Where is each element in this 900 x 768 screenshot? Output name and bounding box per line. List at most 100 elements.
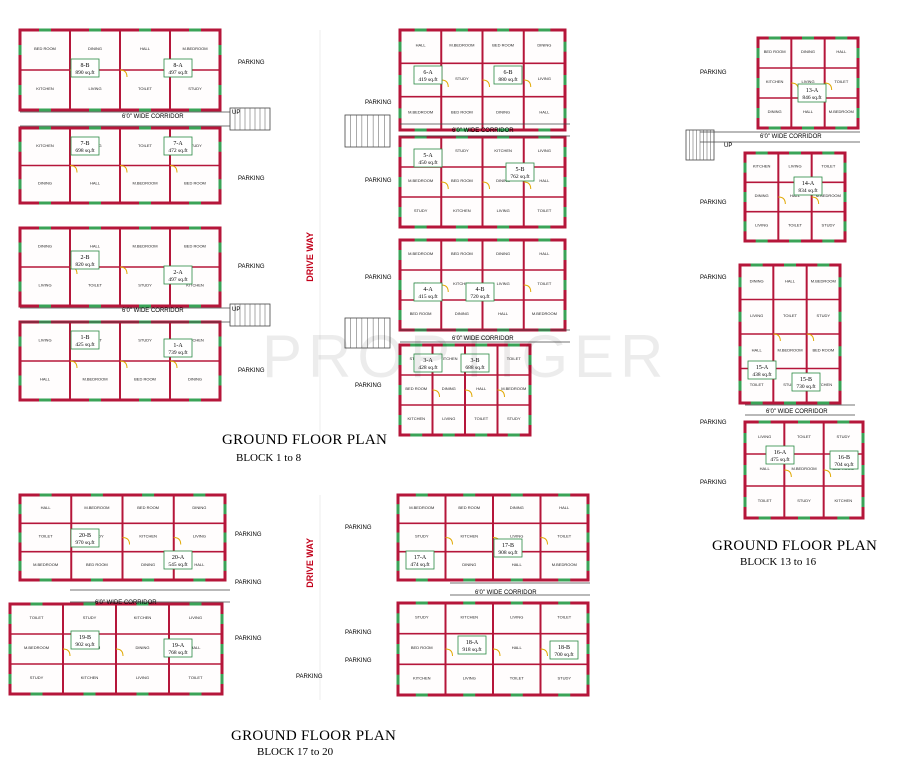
svg-text:704 sq.ft: 704 sq.ft bbox=[834, 461, 854, 468]
room-label: KITCHEN bbox=[460, 534, 478, 539]
room-label: STUDY bbox=[30, 675, 44, 680]
room-label: TOILET bbox=[189, 675, 203, 680]
room-label: DINING bbox=[750, 278, 764, 283]
room-label: STUDY bbox=[455, 148, 469, 153]
room-label: LIVING bbox=[38, 338, 51, 343]
room-label: HALL bbox=[760, 466, 771, 471]
room-label: M.BEDROOM bbox=[24, 645, 49, 650]
room-label: STUDY bbox=[822, 222, 836, 227]
room-label: LIVING bbox=[189, 615, 202, 620]
svg-text:16-B: 16-B bbox=[838, 455, 850, 461]
room-label: DINING bbox=[801, 49, 815, 54]
room-label: BED ROOM bbox=[134, 377, 156, 382]
room-label: TOILET bbox=[557, 614, 571, 619]
room-label: TOILET bbox=[138, 86, 152, 91]
room-label: M.BEDROOM bbox=[82, 377, 107, 382]
room-label: M.BEDROOM bbox=[777, 347, 802, 352]
parking-label: PARKING bbox=[365, 178, 392, 184]
room-label: HALL bbox=[836, 49, 847, 54]
svg-text:18-B: 18-B bbox=[558, 645, 570, 651]
svg-text:1-A: 1-A bbox=[173, 343, 183, 349]
room-label: TOILET bbox=[88, 283, 102, 288]
room-label: LIVING bbox=[750, 313, 763, 318]
room-label: M.BEDROOM bbox=[811, 278, 836, 283]
parking-label: PARKING bbox=[345, 658, 372, 664]
room-label: M.BEDROOM bbox=[532, 311, 557, 316]
svg-text:2-A: 2-A bbox=[173, 270, 183, 276]
svg-text:700 sq.ft: 700 sq.ft bbox=[554, 651, 574, 658]
stair-up-label: UP bbox=[724, 143, 733, 149]
svg-text:834 sq.ft: 834 sq.ft bbox=[798, 187, 818, 194]
room-label: HALL bbox=[140, 46, 151, 51]
room-label: HALL bbox=[512, 562, 523, 567]
corridor bbox=[450, 582, 590, 596]
room-label: KITCHEN bbox=[36, 86, 54, 91]
watermark: PROPTIGER bbox=[262, 323, 670, 390]
room-label: HALL bbox=[785, 278, 796, 283]
room-label: STUDY bbox=[415, 534, 429, 539]
room-label: HALL bbox=[41, 505, 52, 510]
parking-label: PARKING bbox=[238, 176, 265, 182]
room-label: KITCHEN bbox=[81, 675, 99, 680]
svg-text:902 sq.ft: 902 sq.ft bbox=[75, 641, 95, 648]
svg-text:5-A: 5-A bbox=[423, 153, 433, 159]
room-label: M.BEDROOM bbox=[829, 109, 854, 114]
room-label: KITCHEN bbox=[36, 143, 54, 148]
room-label: DINING bbox=[755, 193, 769, 198]
room-label: TOILET bbox=[537, 208, 551, 213]
parking-label: PARKING bbox=[238, 368, 265, 374]
room-label: HALL bbox=[803, 109, 814, 114]
section-title-block-13-16: GROUND FLOOR PLAN bbox=[712, 538, 878, 554]
room-label: KITCHEN bbox=[407, 416, 425, 421]
room-label: BED ROOM bbox=[492, 43, 514, 48]
building-block: LIVINGHALLTOILETTOILETM.BEDROOMSTUDYSTUD… bbox=[743, 420, 865, 520]
room-label: KITCHEN bbox=[440, 356, 458, 361]
room-label: TOILET bbox=[138, 143, 152, 148]
room-label: HALL bbox=[539, 251, 550, 256]
svg-text:425 sq.ft: 425 sq.ft bbox=[75, 341, 95, 348]
room-label: DINING bbox=[442, 386, 456, 391]
stair-up-label: UP bbox=[232, 110, 241, 116]
corridor bbox=[400, 123, 570, 137]
parking-label: PARKING bbox=[235, 636, 262, 642]
parking-label: PARKING bbox=[238, 264, 265, 270]
room-label: DINING bbox=[768, 109, 782, 114]
room-label: KITCHEN bbox=[766, 79, 784, 84]
svg-text:6-B: 6-B bbox=[504, 70, 513, 76]
staircase bbox=[344, 317, 391, 349]
staircase bbox=[229, 107, 271, 131]
room-label: STUDY bbox=[455, 76, 469, 81]
room-label: KITCHEN bbox=[186, 283, 204, 288]
svg-text:846 sq.ft: 846 sq.ft bbox=[802, 94, 822, 101]
room-label: M.BEDROOM bbox=[501, 386, 526, 391]
room-label: STUDY bbox=[507, 416, 521, 421]
building-block: KITCHENDININGLIVINGLIVINGHALLTOILETTOILE… bbox=[743, 151, 847, 243]
svg-text:1-B: 1-B bbox=[81, 335, 90, 341]
room-label: DINING bbox=[496, 178, 510, 183]
room-label: HALL bbox=[476, 386, 487, 391]
section-title-block-1-8: GROUND FLOOR PLAN bbox=[222, 432, 388, 448]
corridor bbox=[700, 131, 860, 143]
svg-text:8-A: 8-A bbox=[173, 63, 183, 69]
room-label: TOILET bbox=[30, 615, 44, 620]
parking-label: PARKING bbox=[700, 70, 727, 76]
room-label: TOILET bbox=[750, 382, 764, 387]
room-label: BED ROOM bbox=[137, 505, 159, 510]
room-label: KITCHEN bbox=[186, 338, 204, 343]
corridor-label: 6'0" WIDE CORRIDOR bbox=[475, 590, 537, 596]
room-label: DINING bbox=[38, 180, 52, 185]
room-label: DINING bbox=[188, 377, 202, 382]
svg-text:15-A: 15-A bbox=[756, 365, 769, 371]
